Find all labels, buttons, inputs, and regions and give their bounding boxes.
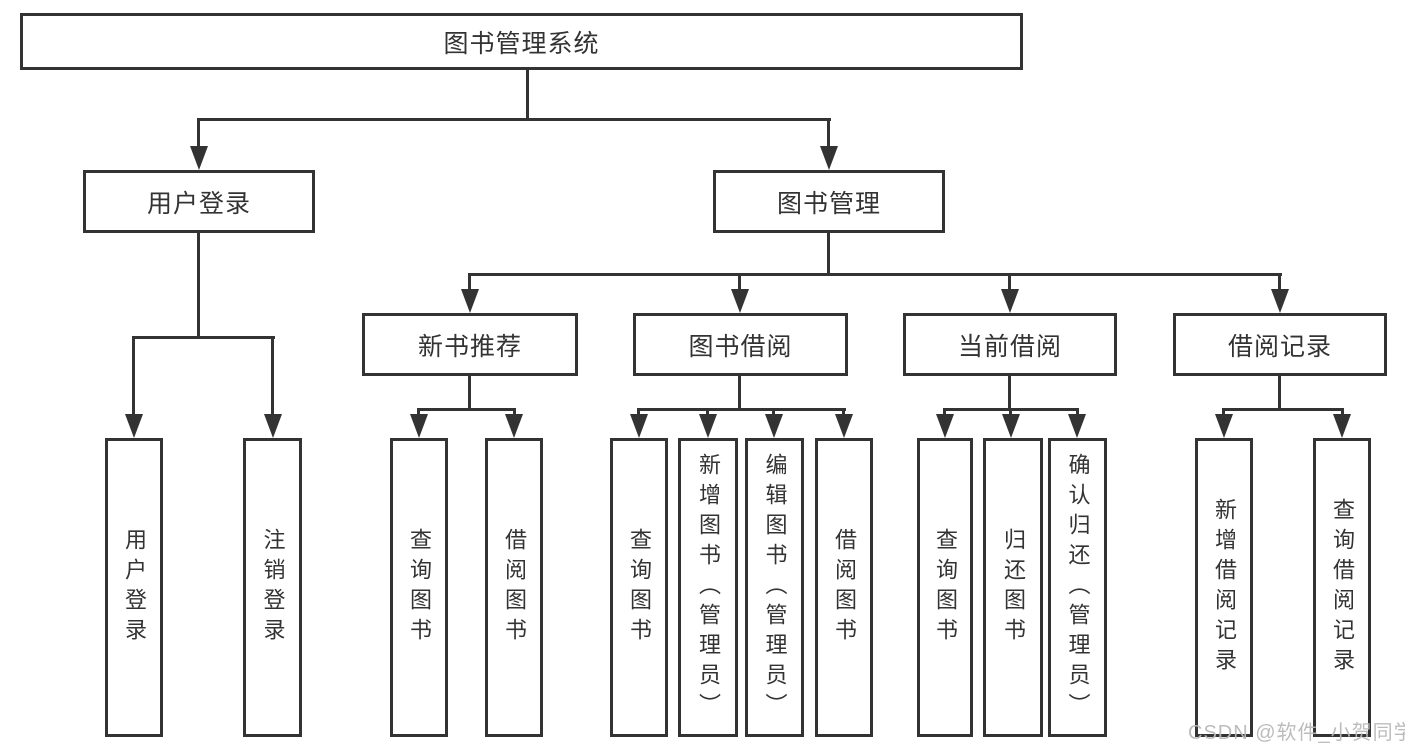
- leaf-borrowing-add-books-admin: 新增图书（管理员）: [678, 438, 738, 737]
- connector-leaf-user-login-drop: [132, 336, 135, 416]
- leaf-recommend-borrow-books: 借阅图书: [485, 438, 543, 737]
- connector-book-management-drop: [827, 118, 830, 148]
- leaf-current-confirm-return-admin-label: 确认归还（管理员）: [1065, 452, 1091, 723]
- arrow-book-management: [820, 146, 838, 170]
- connector-new-book-stem: [468, 376, 471, 408]
- leaf-borrowing-query-books: 查询图书: [610, 438, 668, 737]
- leaf-borrowing-add-books-admin-label: 新增图书（管理员）: [696, 452, 721, 723]
- connector-current-borrowing-drop: [1008, 273, 1011, 291]
- leaf-recommend-query-books: 查询图书: [390, 438, 448, 737]
- arrow-bor-borrow-books: [835, 414, 853, 438]
- leaf-user-login: 用户登录: [105, 438, 163, 737]
- connector-cur-query-drop: [943, 408, 946, 418]
- arrow-cur-return-books: [1002, 414, 1020, 438]
- leaf-borrowing-edit-books-admin: 编辑图书（管理员）: [745, 438, 804, 737]
- leaf-borrowing-query-books-label: 查询图书: [627, 527, 652, 648]
- connector-rec-query-drop: [417, 408, 420, 418]
- connector-leaf-logout-drop: [271, 336, 274, 416]
- leaf-borrowing-borrow-books: 借阅图书: [815, 438, 873, 737]
- leaf-records-add-record-label: 新增借阅记录: [1212, 497, 1237, 678]
- connector-book-borrowing-drop: [738, 273, 741, 291]
- leaf-current-query-books-label: 查询图书: [933, 527, 958, 648]
- node-root-label: 图书管理系统: [443, 29, 600, 58]
- connector-level2-rail: [197, 118, 831, 121]
- node-user-login: 用户登录: [83, 170, 315, 233]
- node-root: 图书管理系统: [20, 13, 1023, 70]
- connector-rec-query-record-drop: [1341, 408, 1344, 418]
- leaf-records-query-record: 查询借阅记录: [1313, 438, 1371, 737]
- arrow-cur-query-books: [936, 414, 954, 438]
- watermark: CSDN @软件_小贺同学: [1188, 722, 1405, 744]
- leaf-borrowing-borrow-books-label: 借阅图书: [832, 527, 857, 648]
- arrow-bor-edit-books: [765, 414, 783, 438]
- arrow-bor-add-books: [699, 414, 717, 438]
- connector-cur-confirm-drop: [1076, 408, 1079, 418]
- leaf-logout-label: 注销登录: [260, 527, 286, 648]
- leaf-records-add-record: 新增借阅记录: [1195, 438, 1253, 737]
- leaf-recommend-borrow-books-label: 借阅图书: [502, 527, 527, 648]
- connector-book-management-stem: [827, 233, 830, 273]
- node-book-management: 图书管理: [713, 170, 945, 233]
- connector-user-login-drop: [197, 118, 200, 148]
- arrow-leaf-logout: [264, 414, 282, 438]
- arrow-new-book-recommend: [461, 289, 479, 313]
- connector-user-login-stem: [197, 233, 200, 336]
- leaf-current-return-books: 归还图书: [983, 438, 1043, 737]
- node-book-borrowing-label: 图书借阅: [688, 332, 793, 361]
- connector-bor-add-drop: [706, 408, 709, 418]
- arrow-rec-query-books: [410, 414, 428, 438]
- connector-current-borrowing-stem: [1008, 376, 1011, 408]
- leaf-current-confirm-return-admin: 确认归还（管理员）: [1048, 438, 1107, 737]
- node-book-management-label: 图书管理: [776, 189, 881, 218]
- arrow-rec-borrow-books: [505, 414, 523, 438]
- leaf-logout: 注销登录: [243, 438, 302, 737]
- arrow-borrowing-records: [1271, 289, 1289, 313]
- leaf-recommend-query-books-label: 查询图书: [407, 527, 432, 648]
- node-book-borrowing: 图书借阅: [633, 313, 848, 376]
- connector-borrowing-records-stem: [1278, 376, 1281, 408]
- leaf-current-return-books-label: 归还图书: [1001, 527, 1026, 648]
- arrow-leaf-user-login: [125, 414, 143, 438]
- arrow-bor-query-books: [630, 414, 648, 438]
- arrow-cur-confirm-return: [1068, 414, 1086, 438]
- connector-rec-add-record-drop: [1222, 408, 1225, 418]
- connector-bor-edit-drop: [772, 408, 775, 418]
- arrow-user-login: [190, 146, 208, 170]
- connector-borrowing-records-drop: [1278, 273, 1281, 291]
- connector-new-book-drop: [468, 273, 471, 291]
- node-new-book-recommend-label: 新书推荐: [417, 332, 522, 361]
- connector-bor-borrow-drop: [842, 408, 845, 418]
- leaf-user-login-label: 用户登录: [122, 527, 147, 648]
- connector-rec-borrow-drop: [513, 408, 516, 418]
- leaf-borrowing-edit-books-admin-label: 编辑图书（管理员）: [762, 452, 788, 723]
- node-user-login-label: 用户登录: [146, 189, 251, 218]
- connector-book-borrowing-rail: [637, 408, 846, 411]
- connector-borrowing-records-rail: [1222, 408, 1344, 411]
- arrow-current-borrowing: [1001, 289, 1019, 313]
- node-borrowing-records-label: 借阅记录: [1227, 332, 1332, 361]
- node-new-book-recommend: 新书推荐: [362, 313, 578, 376]
- connector-new-book-rail: [417, 408, 516, 411]
- node-current-borrowing: 当前借阅: [903, 313, 1117, 376]
- leaf-current-query-books: 查询图书: [917, 438, 973, 737]
- connector-user-login-rail: [132, 336, 275, 339]
- arrow-records-query-record: [1333, 414, 1351, 438]
- connector-cur-return-drop: [1009, 408, 1012, 418]
- connector-bor-query-drop: [637, 408, 640, 418]
- arrow-records-add-record: [1215, 414, 1233, 438]
- connector-book-borrowing-stem: [738, 376, 741, 408]
- connector-root-drop: [526, 70, 529, 118]
- node-borrowing-records: 借阅记录: [1173, 313, 1387, 376]
- arrow-book-borrowing: [731, 289, 749, 313]
- leaf-records-query-record-label: 查询借阅记录: [1330, 497, 1355, 678]
- node-current-borrowing-label: 当前借阅: [957, 332, 1062, 361]
- connector-level3-rail: [468, 273, 1282, 276]
